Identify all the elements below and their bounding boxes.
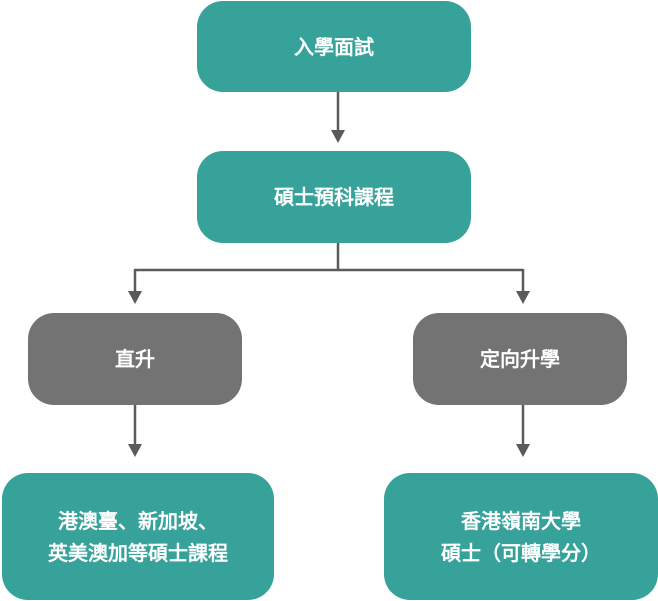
node-lingnan-line2: 碩士（可轉學分） xyxy=(441,540,601,565)
node-overseas-line2: 英美澳加等碩士課程 xyxy=(48,540,228,565)
node-lingnan-line1: 香港嶺南大學 xyxy=(461,508,581,533)
node-prep-course: 碩士預科課程 xyxy=(197,151,471,243)
node-overseas-line1: 港澳臺、新加坡、 xyxy=(58,508,218,533)
arrowhead-lingnan xyxy=(516,444,530,457)
arrowhead-overseas xyxy=(128,444,142,457)
node-prep-course-label: 碩士預科課程 xyxy=(274,185,394,209)
node-directed-label: 定向升學 xyxy=(480,347,560,371)
node-direct: 直升 xyxy=(28,313,242,405)
arrowhead-directed xyxy=(516,291,530,304)
node-lingnan: 香港嶺南大學 碩士（可轉學分） xyxy=(384,473,658,600)
node-overseas: 港澳臺、新加坡、 英美澳加等碩士課程 xyxy=(2,473,274,600)
node-interview-label: 入學面試 xyxy=(294,34,374,59)
node-direct-label: 直升 xyxy=(115,347,155,371)
node-interview: 入學面試 xyxy=(197,1,471,92)
node-directed: 定向升學 xyxy=(413,313,627,405)
arrowhead-direct xyxy=(128,291,142,304)
arrowhead-prep xyxy=(331,130,345,143)
